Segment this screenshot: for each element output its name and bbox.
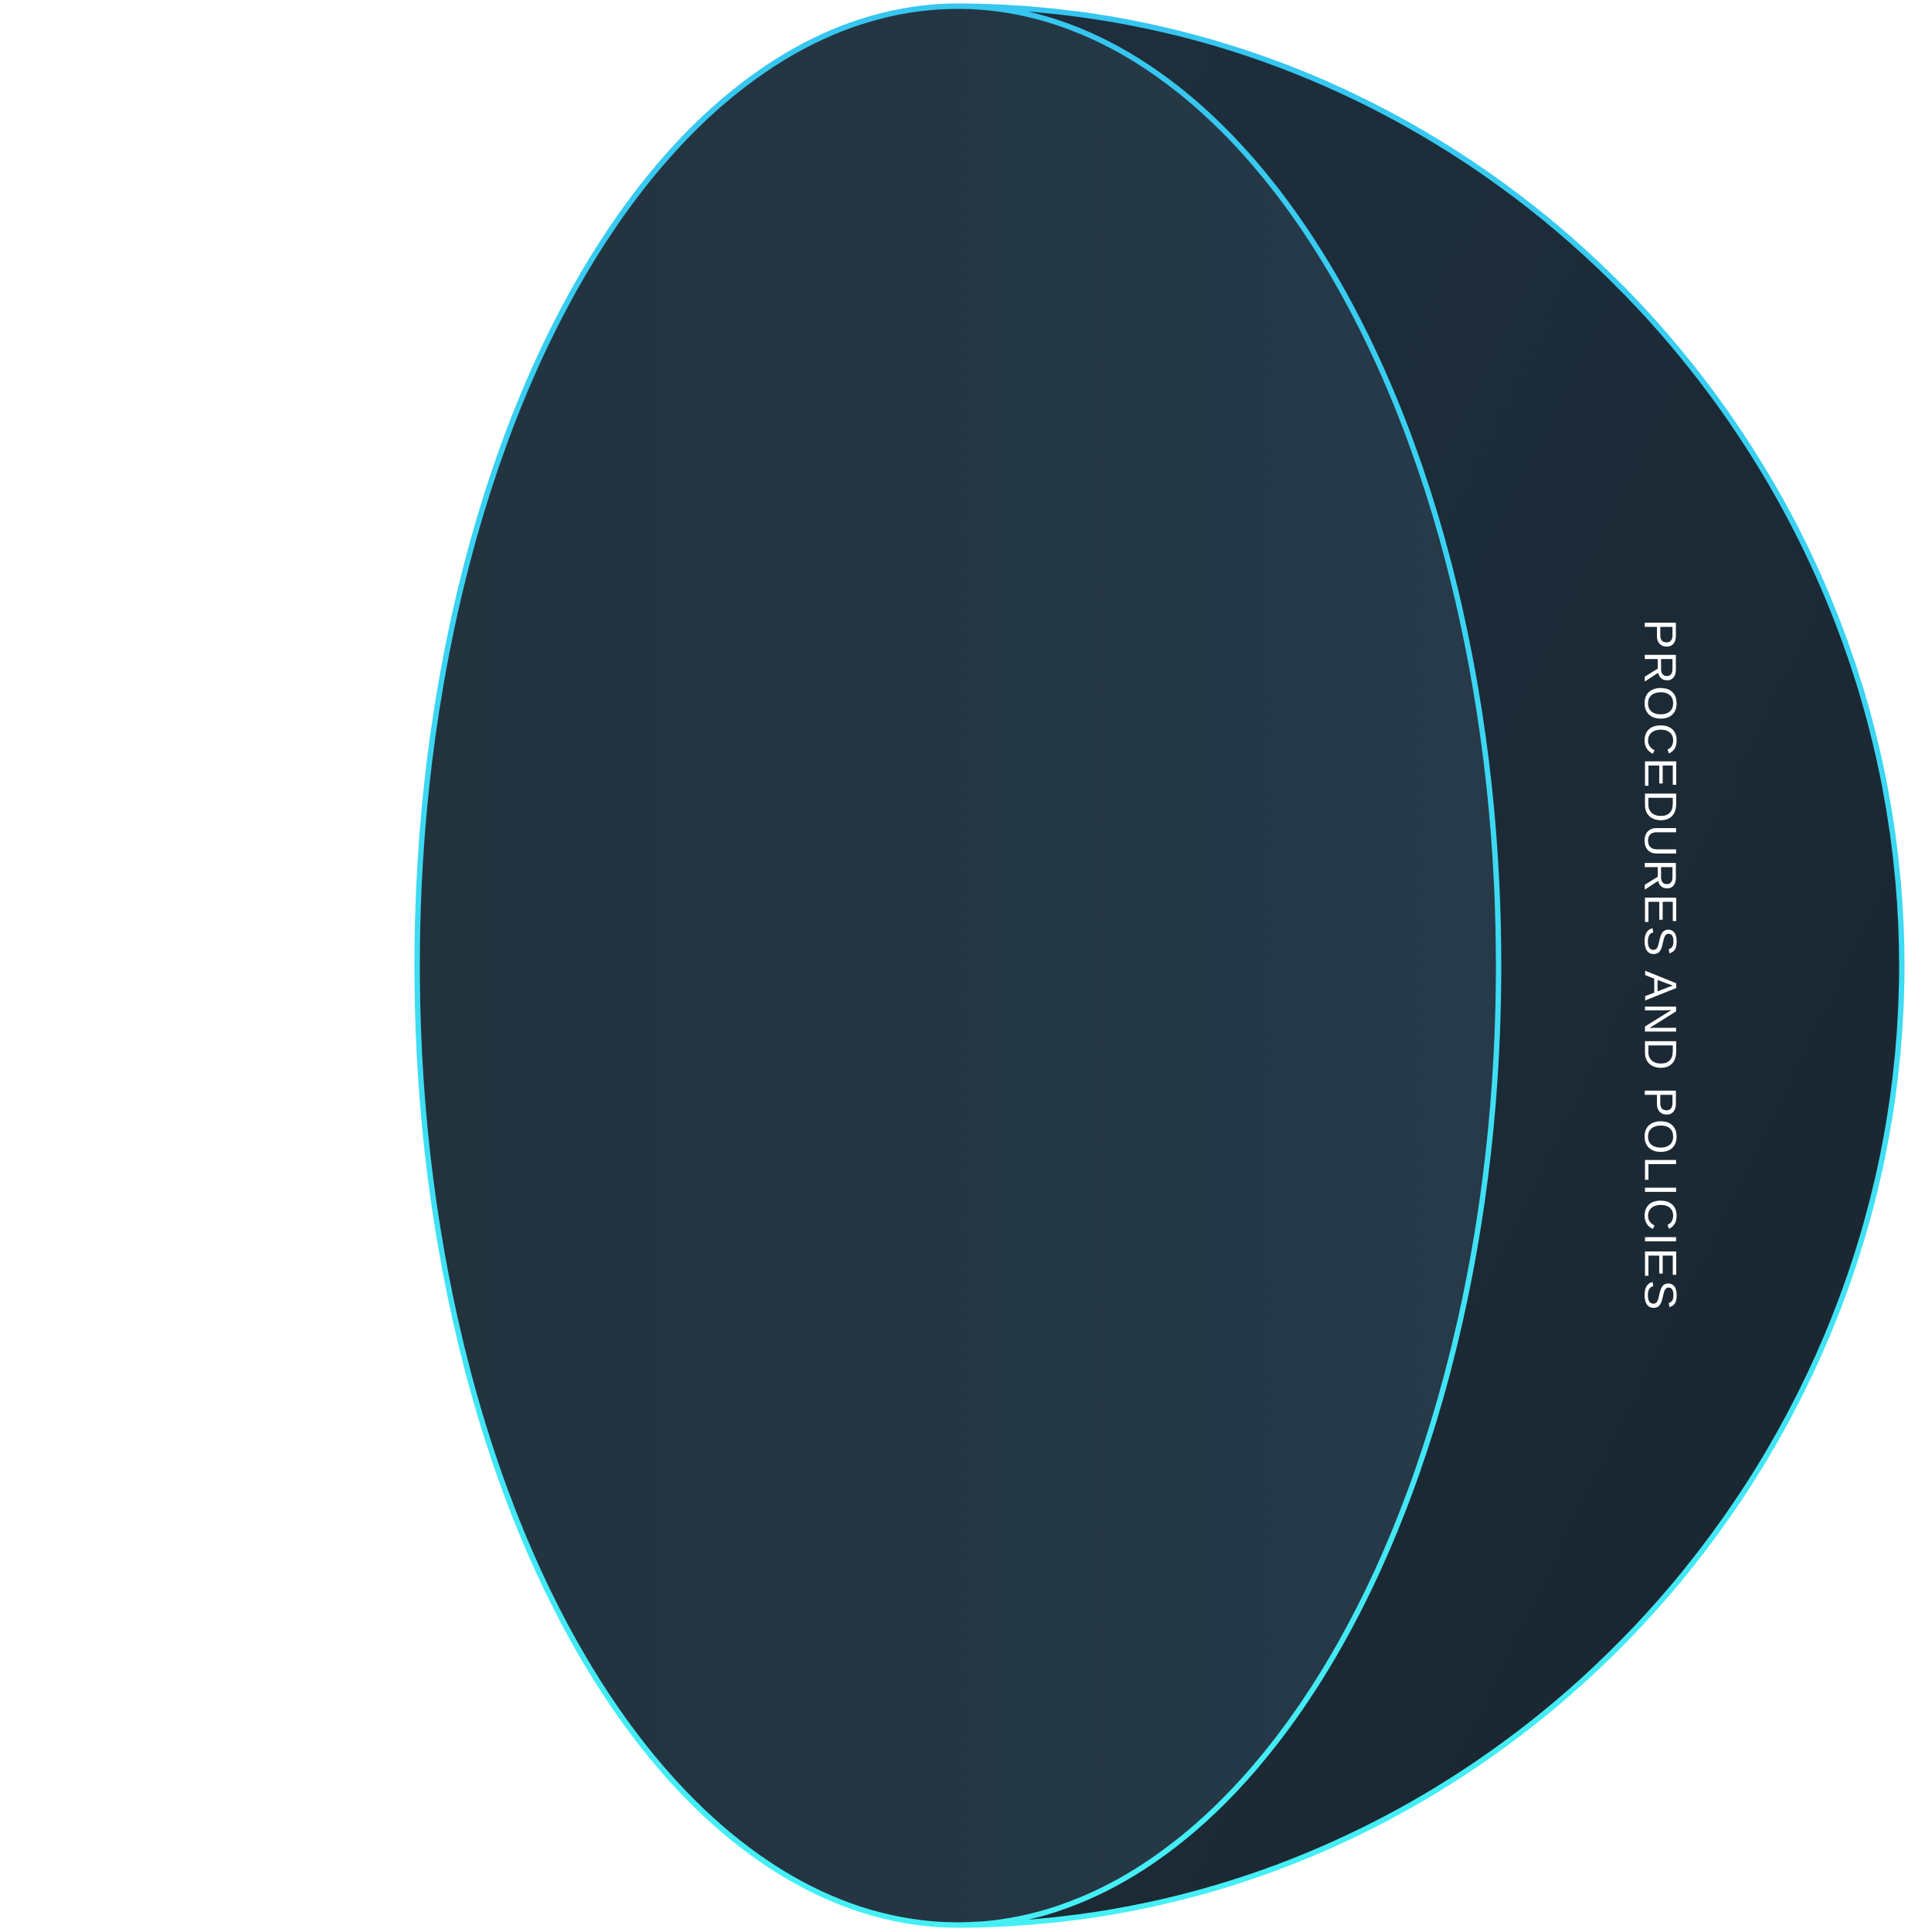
front-face-ellipse — [414, 3, 1502, 1928]
outer-layer-label: PROCEDURES AND POLICIES — [1635, 619, 1686, 1312]
